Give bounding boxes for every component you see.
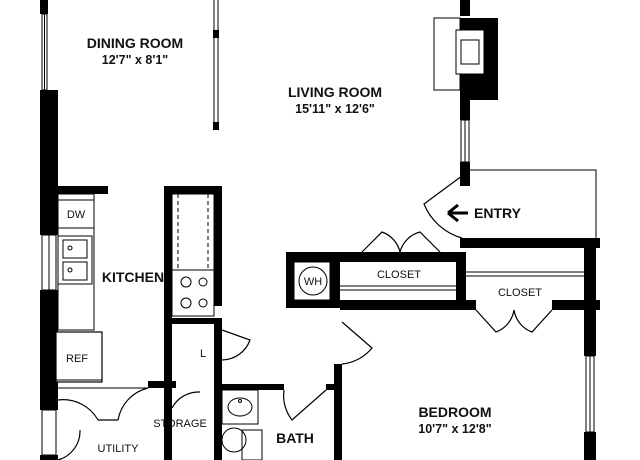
water-heater-label: WH: [304, 276, 322, 288]
dishwasher-label: DW: [67, 209, 86, 221]
bedroom-closet-name: CLOSET: [498, 287, 542, 299]
utility-name: UTILITY: [98, 443, 140, 455]
storage-name: STORAGE: [153, 418, 207, 430]
dining-divider: [213, 0, 219, 130]
bath-name: BATH: [276, 430, 314, 446]
kitchen-name: KITCHEN: [102, 269, 164, 285]
walls: [40, 0, 600, 460]
living-room-size: 15'11" x 12'6": [295, 102, 375, 116]
doors: [57, 169, 597, 460]
dining-room-size: 12'7" x 8'1": [102, 53, 169, 67]
bedroom-name: BEDROOM: [418, 404, 491, 420]
refrigerator-label: REF: [66, 353, 88, 365]
water-heater: [293, 261, 331, 301]
dining-room-name: DINING ROOM: [87, 35, 183, 51]
windows: [41, 13, 595, 456]
bath-fixtures: [221, 389, 263, 460]
kitchen-fixtures: [55, 193, 215, 383]
linen-label: L: [200, 348, 206, 360]
left-arrow-icon: [447, 203, 468, 223]
closet-rods: [340, 271, 584, 291]
living-room-name: LIVING ROOM: [288, 84, 382, 100]
hall-closet-name: CLOSET: [377, 269, 421, 281]
fireplace: [433, 17, 485, 91]
bedroom-size: 10'7" x 12'8": [418, 422, 491, 436]
entry-label: ENTRY: [474, 205, 522, 221]
labels: DINING ROOM 12'7" x 8'1" LIVING ROOM 15'…: [66, 35, 542, 455]
